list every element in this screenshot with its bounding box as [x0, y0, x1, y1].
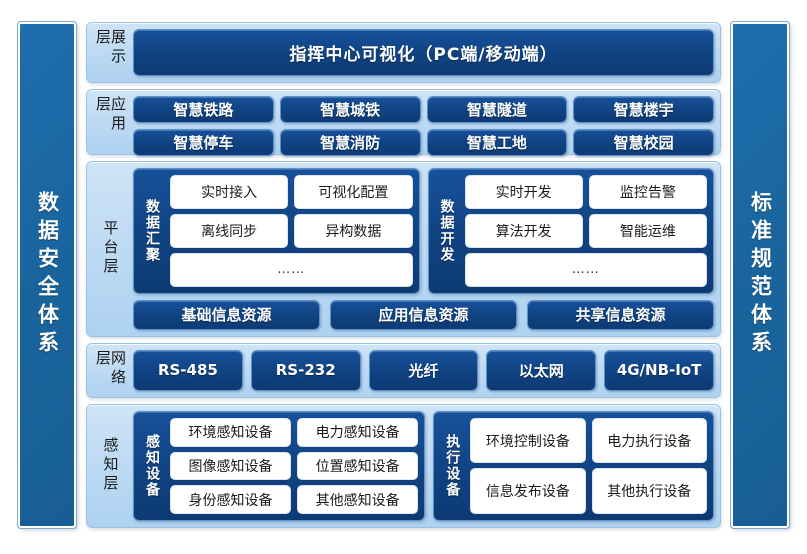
sensing-row-3: 身份感知设备 其他感知设备	[170, 485, 419, 514]
platform-development-row-2: 算法开发 智能运维	[464, 213, 707, 248]
network-item-rs232[interactable]: RS-232	[250, 349, 361, 391]
platform-groups: 数据汇聚 实时接入 可视化配置 离线同步 异构数据	[133, 167, 714, 294]
layer-network-name-text: 网络层	[94, 349, 127, 388]
layer-perception: 感知层 感知设备 环境感知设备 电力感知设备	[86, 403, 721, 528]
network-item-4g-nbiot[interactable]: 4G/NB-IoT	[604, 349, 714, 391]
app-item-smart-metro[interactable]: 智慧城铁	[279, 96, 421, 124]
sensing-item-identity-sensor[interactable]: 身份感知设备	[170, 485, 292, 514]
sensing-row-1: 环境感知设备 电力感知设备	[170, 417, 419, 447]
perception-groups: 感知设备 环境感知设备 电力感知设备 图像感知设备 位置感知设备	[133, 410, 714, 521]
application-grid: 智慧铁路 智慧城铁 智慧隧道 智慧楼宇 智慧停车 智慧消防 智慧工地 智慧校园	[133, 96, 714, 157]
platform-item-monitoring-alarm[interactable]: 监控告警	[588, 174, 707, 209]
right-pillar-label: 标准规范体系	[748, 191, 773, 359]
platform-development-row-1: 实时开发 监控告警	[464, 174, 707, 209]
platform-group-data-development-title-text: 数据开发	[438, 198, 455, 263]
perception-group-actuator-devices-title: 执行设备	[440, 418, 464, 514]
layer-perception-name: 感知层	[93, 411, 127, 521]
platform-resource-row: 基础信息资源 应用信息资源 共享信息资源	[133, 299, 714, 330]
app-item-smart-firefighting[interactable]: 智慧消防	[279, 129, 421, 157]
platform-group-data-aggregation: 数据汇聚 实时接入 可视化配置 离线同步 异构数据	[133, 167, 420, 294]
platform-aggregation-row-3: ……	[170, 252, 413, 287]
platform-group-data-aggregation-items: 实时接入 可视化配置 离线同步 异构数据 ……	[170, 174, 413, 287]
perception-group-sensing-devices: 感知设备 环境感知设备 电力感知设备 图像感知设备 位置感知设备	[133, 410, 426, 521]
platform-development-row-3: ……	[464, 252, 707, 287]
layer-platform: 平台层 数据汇聚 实时接入 可视化配置	[86, 160, 721, 337]
resource-item-basic-information[interactable]: 基础信息资源	[133, 299, 320, 330]
network-item-rs485[interactable]: RS-485	[133, 349, 243, 391]
sensing-item-location-sensor[interactable]: 位置感知设备	[297, 451, 419, 481]
platform-group-data-development: 数据开发 实时开发 监控告警 算法开发 智能运维	[427, 167, 714, 294]
layer-platform-name-text: 平台层	[101, 220, 120, 278]
actuator-item-other-actuator[interactable]: 其他执行设备	[591, 468, 707, 514]
platform-item-algorithm-development[interactable]: 算法开发	[464, 213, 583, 248]
perception-group-sensing-devices-title: 感知设备	[140, 418, 164, 514]
app-item-smart-construction-site[interactable]: 智慧工地	[426, 129, 568, 157]
layer-application-name-text: 应用层	[94, 96, 127, 135]
platform-group-data-development-title: 数据开发	[435, 175, 459, 287]
layer-display-name-text: 展示层	[94, 29, 127, 67]
network-item-fiber-optic[interactable]: 光纤	[368, 349, 479, 391]
left-pillar-data-security: 数据安全体系	[17, 21, 77, 529]
layer-application-name: 应用层	[93, 96, 127, 147]
actuator-item-information-release[interactable]: 信息发布设备	[470, 468, 586, 514]
platform-group-data-development-items: 实时开发 监控告警 算法开发 智能运维 ……	[464, 174, 707, 287]
layer-perception-name-text: 感知层	[101, 437, 120, 495]
perception-group-sensing-devices-title-text: 感知设备	[144, 433, 160, 498]
platform-item-visual-config[interactable]: 可视化配置	[294, 174, 413, 209]
display-banner-command-center[interactable]: 指挥中心可视化（PC端/移动端）	[133, 29, 714, 77]
resource-item-shared-information[interactable]: 共享信息资源	[527, 299, 714, 330]
right-pillar-standards-system: 标准规范体系	[730, 21, 790, 529]
app-item-smart-parking[interactable]: 智慧停车	[133, 129, 274, 157]
platform-item-development-more[interactable]: ……	[464, 252, 707, 287]
platform-item-heterogeneous-data[interactable]: 异构数据	[294, 213, 413, 248]
layer-platform-name: 平台层	[93, 168, 127, 330]
layer-application: 应用层 智慧铁路 智慧城铁 智慧隧道 智慧楼宇 智慧停车 智慧消防 智慧工地 智…	[86, 89, 721, 157]
layer-network-name: 网络层	[93, 350, 127, 391]
perception-group-actuator-devices-title-text: 执行设备	[444, 433, 461, 498]
app-item-smart-campus[interactable]: 智慧校园	[573, 129, 714, 157]
perception-group-actuator-devices-items: 环境控制设备 电力执行设备 信息发布设备 其他执行设备	[470, 417, 707, 514]
layer-network-body: RS-485 RS-232 光纤 以太网 4G/NB-IoT	[133, 349, 714, 391]
layer-display: 展示层 指挥中心可视化（PC端/移动端）	[86, 22, 721, 84]
platform-item-aggregation-more[interactable]: ……	[170, 252, 413, 287]
sensing-item-image-sensor[interactable]: 图像感知设备	[170, 451, 292, 481]
platform-group-data-aggregation-title: 数据汇聚	[140, 175, 164, 287]
platform-aggregation-row-2: 离线同步 异构数据	[170, 213, 413, 248]
actuator-row-1: 环境控制设备 电力执行设备	[470, 417, 707, 464]
perception-group-sensing-devices-items: 环境感知设备 电力感知设备 图像感知设备 位置感知设备 身份感知设备 其他感知设…	[170, 417, 419, 514]
sensing-item-environment-sensor[interactable]: 环境感知设备	[170, 417, 292, 447]
app-item-smart-building[interactable]: 智慧楼宇	[573, 96, 714, 124]
platform-item-realtime-development[interactable]: 实时开发	[464, 174, 583, 209]
platform-aggregation-row-1: 实时接入 可视化配置	[170, 174, 413, 209]
app-item-smart-railway[interactable]: 智慧铁路	[133, 96, 274, 124]
network-grid: RS-485 RS-232 光纤 以太网 4G/NB-IoT	[133, 349, 714, 391]
layer-stack: 展示层 指挥中心可视化（PC端/移动端） 应用层 智慧铁路 智慧城铁 智慧隧道 …	[86, 22, 721, 528]
platform-item-intelligent-ops[interactable]: 智能运维	[588, 213, 707, 248]
sensing-row-2: 图像感知设备 位置感知设备	[170, 451, 419, 481]
actuator-row-2: 信息发布设备 其他执行设备	[470, 468, 707, 514]
actuator-item-environment-control[interactable]: 环境控制设备	[470, 417, 586, 464]
left-pillar-label: 数据安全体系	[35, 191, 60, 359]
resource-item-application-information[interactable]: 应用信息资源	[330, 299, 517, 330]
layer-perception-body: 感知设备 环境感知设备 电力感知设备 图像感知设备 位置感知设备	[133, 410, 714, 521]
platform-group-data-aggregation-title-text: 数据汇聚	[144, 198, 160, 263]
sensing-item-other-sensor[interactable]: 其他感知设备	[297, 485, 419, 514]
layer-platform-body: 数据汇聚 实时接入 可视化配置 离线同步 异构数据	[133, 167, 714, 330]
network-item-ethernet[interactable]: 以太网	[486, 349, 597, 391]
layer-network: 网络层 RS-485 RS-232 光纤 以太网 4G/NB-IoT	[86, 342, 721, 398]
sensing-item-power-sensor[interactable]: 电力感知设备	[297, 417, 419, 447]
layer-display-body: 指挥中心可视化（PC端/移动端）	[133, 29, 714, 77]
layer-display-name: 展示层	[93, 29, 127, 76]
app-item-smart-tunnel[interactable]: 智慧隧道	[426, 96, 568, 124]
layer-application-body: 智慧铁路 智慧城铁 智慧隧道 智慧楼宇 智慧停车 智慧消防 智慧工地 智慧校园	[133, 96, 714, 157]
platform-item-offline-sync[interactable]: 离线同步	[170, 213, 289, 248]
platform-item-realtime-ingest[interactable]: 实时接入	[170, 174, 289, 209]
actuator-item-power-actuator[interactable]: 电力执行设备	[591, 417, 707, 464]
perception-group-actuator-devices: 执行设备 环境控制设备 电力执行设备 信息发布设备 其他执行设备	[433, 410, 714, 521]
